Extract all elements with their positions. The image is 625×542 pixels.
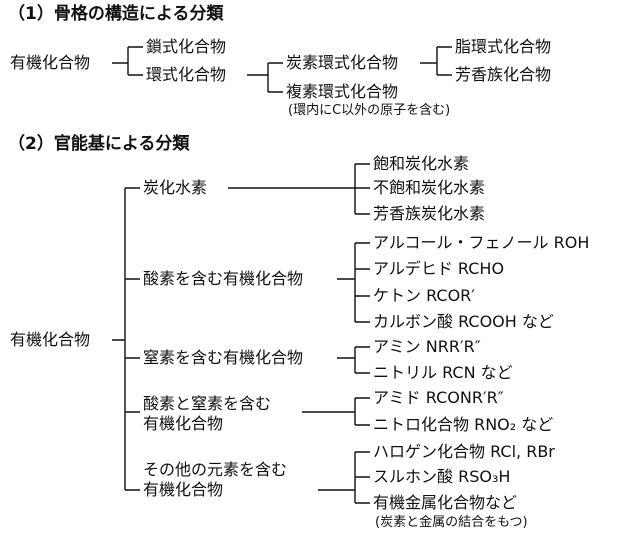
item-amide: アミド RCONR′R″ — [373, 388, 504, 407]
item-halogen-compound: ハロゲン化合物 RCl, RBr — [373, 442, 555, 461]
connector-oxygen-nitrogen — [302, 397, 370, 426]
heterocyclic-note: (環内にC以外の原子を含む) — [288, 103, 451, 118]
item-alcohol-phenol: アルコール・フェノール ROH — [373, 233, 590, 252]
section2-root-label: 有機化合物 — [10, 330, 91, 349]
item-carboxylic-acid: カルボン酸 RCOOH など — [373, 312, 554, 331]
connector-root-to-chain-cyclic — [112, 46, 143, 76]
item-aldehyde: アルデヒド RCHO — [373, 259, 505, 278]
group-oxygen-label: 酸素を含む有機化合物 — [143, 269, 304, 288]
group-other-elements-label-line1: その他の元素を含む — [143, 460, 288, 479]
group-nitrogen-label: 窒素を含む有機化合物 — [143, 348, 304, 367]
group-hydrocarbon-label: 炭化水素 — [143, 178, 208, 197]
item-aromatic-hydrocarbon: 芳香族炭化水素 — [373, 204, 486, 223]
item-nitro-compound: ニトロ化合物 RNO₂ など — [373, 415, 554, 434]
item-unsaturated-hydrocarbon: 不飽和炭化水素 — [373, 178, 486, 197]
connector-hydrocarbon — [228, 163, 370, 215]
section2-heading: （2）官能基による分類 — [8, 134, 190, 154]
aromatic-label: 芳香族化合物 — [455, 65, 552, 84]
heterocyclic-label: 複素環式化合物 — [286, 82, 399, 101]
item-saturated-hydrocarbon: 飽和炭化水素 — [373, 154, 470, 173]
section1-heading: （1）骨格の構造による分類 — [8, 4, 224, 24]
alicyclic-label: 脂環式化合物 — [455, 37, 552, 56]
organometallic-note: (炭素と金属の結合をもつ) — [375, 515, 528, 530]
group-oxygen-nitrogen-label-line2: 有機化合物 — [143, 414, 224, 433]
item-organometallic: 有機金属化合物など — [373, 493, 518, 512]
item-ketone: ケトン RCOR′ — [373, 286, 475, 305]
cyclic-compound-label: 環式化合物 — [146, 65, 227, 84]
connector-carbo-to-ali-arom — [420, 46, 452, 76]
section1-root-label: 有機化合物 — [10, 53, 91, 72]
group-other-elements-label-line2: 有機化合物 — [143, 480, 224, 499]
group-oxygen-nitrogen-label-line1: 酸素と窒素を含む — [143, 394, 272, 413]
chain-compound-label: 鎖式化合物 — [146, 37, 227, 56]
item-nitrile: ニトリル RCN など — [373, 363, 513, 382]
carbocyclic-label: 炭素環式化合物 — [286, 53, 399, 72]
connector-nitrogen — [337, 346, 370, 374]
connector-cyclic-to-carbo-hetero — [247, 62, 283, 93]
connector-other-elements — [318, 451, 370, 504]
item-amine: アミン NRR′R″ — [373, 337, 481, 356]
connector-oxygen — [337, 242, 370, 323]
item-sulfonic-acid: スルホン酸 RSO₃H — [373, 467, 511, 486]
connector-root-trunk — [112, 187, 140, 491]
